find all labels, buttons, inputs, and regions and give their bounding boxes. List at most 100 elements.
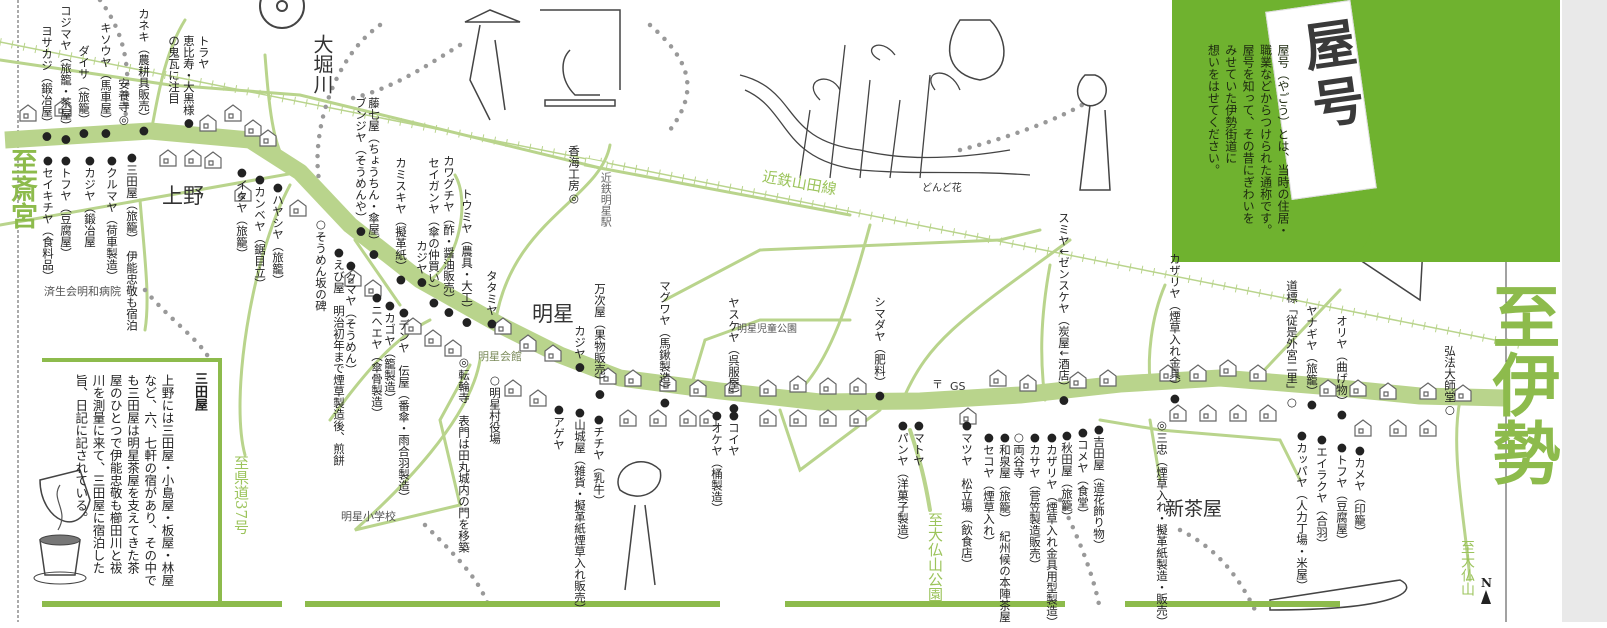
house-icon [1249,364,1267,382]
house-icon [1319,379,1337,397]
shop-label: スミヤ↓ゼンスケヤ（炭屋↓酒店）● [1056,212,1071,407]
house-icon [1169,404,1187,422]
shop-label: コジマヤ（旅籠・茶屋）● [58,5,73,146]
house-icon [1069,371,1087,389]
shop-label: ●イタヤ（旅籠） [234,165,249,260]
station-label: 近鉄明星駅 [599,172,613,227]
north-arrow: N [1481,576,1492,604]
direction-ise: 至伊勢 [1480,282,1560,486]
shop-label: ●カゴヤ（籠製造） [382,298,397,404]
shop-label: ●カンベヤ（鋸目立） [252,172,267,290]
shop-label: 道標「従是外宮二里」○ [1284,280,1299,409]
house-icon [819,409,837,427]
shop-label: ◎三忠（煙草入れ・擬革紙製造・販売） [1154,418,1169,628]
house-icon [624,369,642,387]
house-icon [259,129,277,147]
district-ueno: 上野 [162,184,204,208]
hospital-label: 済生会明和病院 [44,285,121,298]
shop-label: ●マトヤ [911,418,926,467]
house-icons [19,99,1472,437]
house-icon [989,369,1007,387]
house-icon [1159,364,1177,382]
shop-label: ●カサヤ（菅笠製造販売） [1027,430,1042,571]
minor-roads [0,18,1472,582]
house-icon [204,151,222,169]
house-icon [224,104,242,122]
mitaya-description: 上野には三田屋・小島屋・板屋・林屋 など、六、七軒の宿があり、その中で も三田屋… [73,374,175,587]
shop-label: タタミヤ● [484,270,499,330]
house-icon [19,104,37,122]
shop-label: ヨサカジ（鍛冶屋）● [39,25,54,143]
mitaya-info-box [42,358,222,607]
house-icon [1229,404,1247,422]
house-icon [699,409,717,427]
park-label: 明星児童公園 [737,324,797,335]
house-icon [659,374,677,392]
house-icon [759,409,777,427]
shop-label: キソウヤ（馬車屋）● [98,22,113,140]
house-icon [1259,404,1277,422]
page-margin [1562,0,1607,622]
house-icon [494,317,512,335]
flower-caption: どんど花 [922,183,962,194]
cart-wheel-illustration [259,0,305,29]
bottom-border-bar [42,601,282,607]
house-icon [1019,374,1037,392]
house-icon [519,334,537,352]
district-shinjaya: 新茶屋 [1165,498,1223,520]
shop-label: ●カジヤ（鍛冶屋 [82,153,97,248]
house-icon [184,149,202,167]
house-icon [759,379,777,397]
shop-label: ブンジヤ（そうめんや）● [353,97,368,238]
house-icon [1419,382,1437,400]
shop-label: ●セイキチヤ（食料品） [40,153,55,282]
shop-label: シマダヤ（肥料）● [872,296,887,402]
shop-label: ●トフヤ（豆腐屋） [58,153,73,259]
shop-label: ●ハヤシヤ（旅籠） [270,180,285,286]
dotted-paths [97,0,1258,613]
shop-label: ○明星村役場 [487,373,502,445]
shop-label: ●ニヘエヤ（傘骨製造） [369,290,384,419]
shop-label: ダイサ（旅籠）● [76,45,91,140]
direction-saiku: 至斎宮 [6,148,37,229]
shop-label: トウミヤ（農具・大工）● [459,188,474,329]
house-icon [444,339,462,357]
house-icon [344,269,362,287]
shop-label: カジヤ● [414,240,429,289]
house-icon [849,377,867,395]
shop-label: ●吉田屋（造花飾り物） [1091,422,1106,551]
house-icon [404,317,422,335]
shop-label: カワグチヤ（酢・醤油販売）● [441,155,456,319]
house-icon [1454,384,1472,402]
shop-label: 弘法大師堂○ [1442,345,1457,417]
house-icon [849,409,867,427]
shop-label: ○そうめん坂の碑 [313,217,328,312]
shop-label: ○両谷寺 [1011,430,1026,479]
house-icon [504,379,522,397]
bottom-border-bar [785,601,1065,607]
house-icon [234,184,252,202]
yago-description: 屋号（やごう）とは、当時の住居・ 職業などからつけられた通称です。 屋号を知って… [1206,44,1290,236]
house-icon [289,199,307,217]
house-icon [1349,379,1367,397]
shop-label: ●セコヤ（煙草入れ） [981,430,996,548]
shop-label: マグワヤ（馬鍬製造）● [657,280,672,409]
shop-label: 万次屋（果物販売）● [592,283,607,401]
shop-label: ●エイラクヤ（合羽） [1314,432,1329,550]
house-icon [619,409,637,427]
post-office-icon: 〒 [932,378,943,391]
house-icon [679,409,697,427]
house-icon [159,149,177,167]
house-icon [689,379,707,397]
shop-label: ●秋田屋（旅籠） [1059,428,1074,523]
shop-label: カミスキヤ（擬革紙）● [393,157,408,286]
north-label: N [1481,576,1492,590]
house-icon [1419,419,1437,437]
district-myojo: 明星 [532,302,574,326]
direction-daibutsuyama-park: 至大仏山公園 [926,512,944,602]
direction-prefectural-road: 至県道37号 [232,455,250,535]
house-icon [819,377,837,395]
shop-label: ●山城屋（雑貨・擬革紙煙草入れ販売） [572,405,587,615]
shop-label: カジヤ● [572,325,587,374]
house-icon [244,119,262,137]
